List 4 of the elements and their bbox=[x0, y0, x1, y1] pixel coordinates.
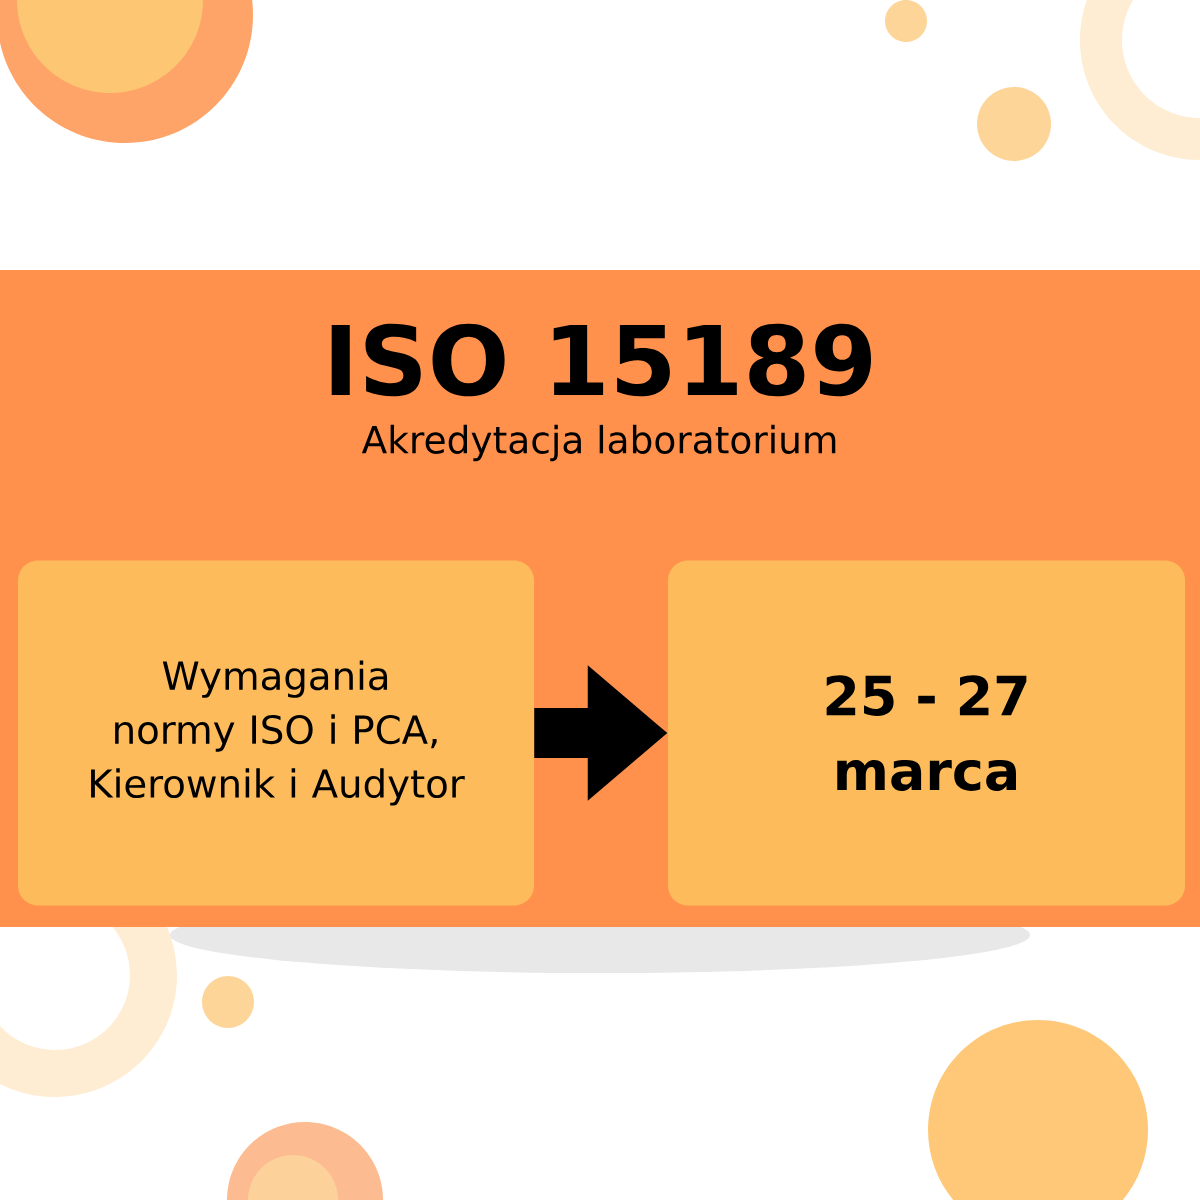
subtitle: Akredytacja laboratorium bbox=[361, 424, 836, 462]
title: ISO 15189 bbox=[331, 323, 871, 397]
requirements-box: Wymagania normy ISO i PCA, Kierownik i Audytor bbox=[18, 560, 534, 906]
date-box: 25 - 27 marca bbox=[668, 560, 1185, 906]
